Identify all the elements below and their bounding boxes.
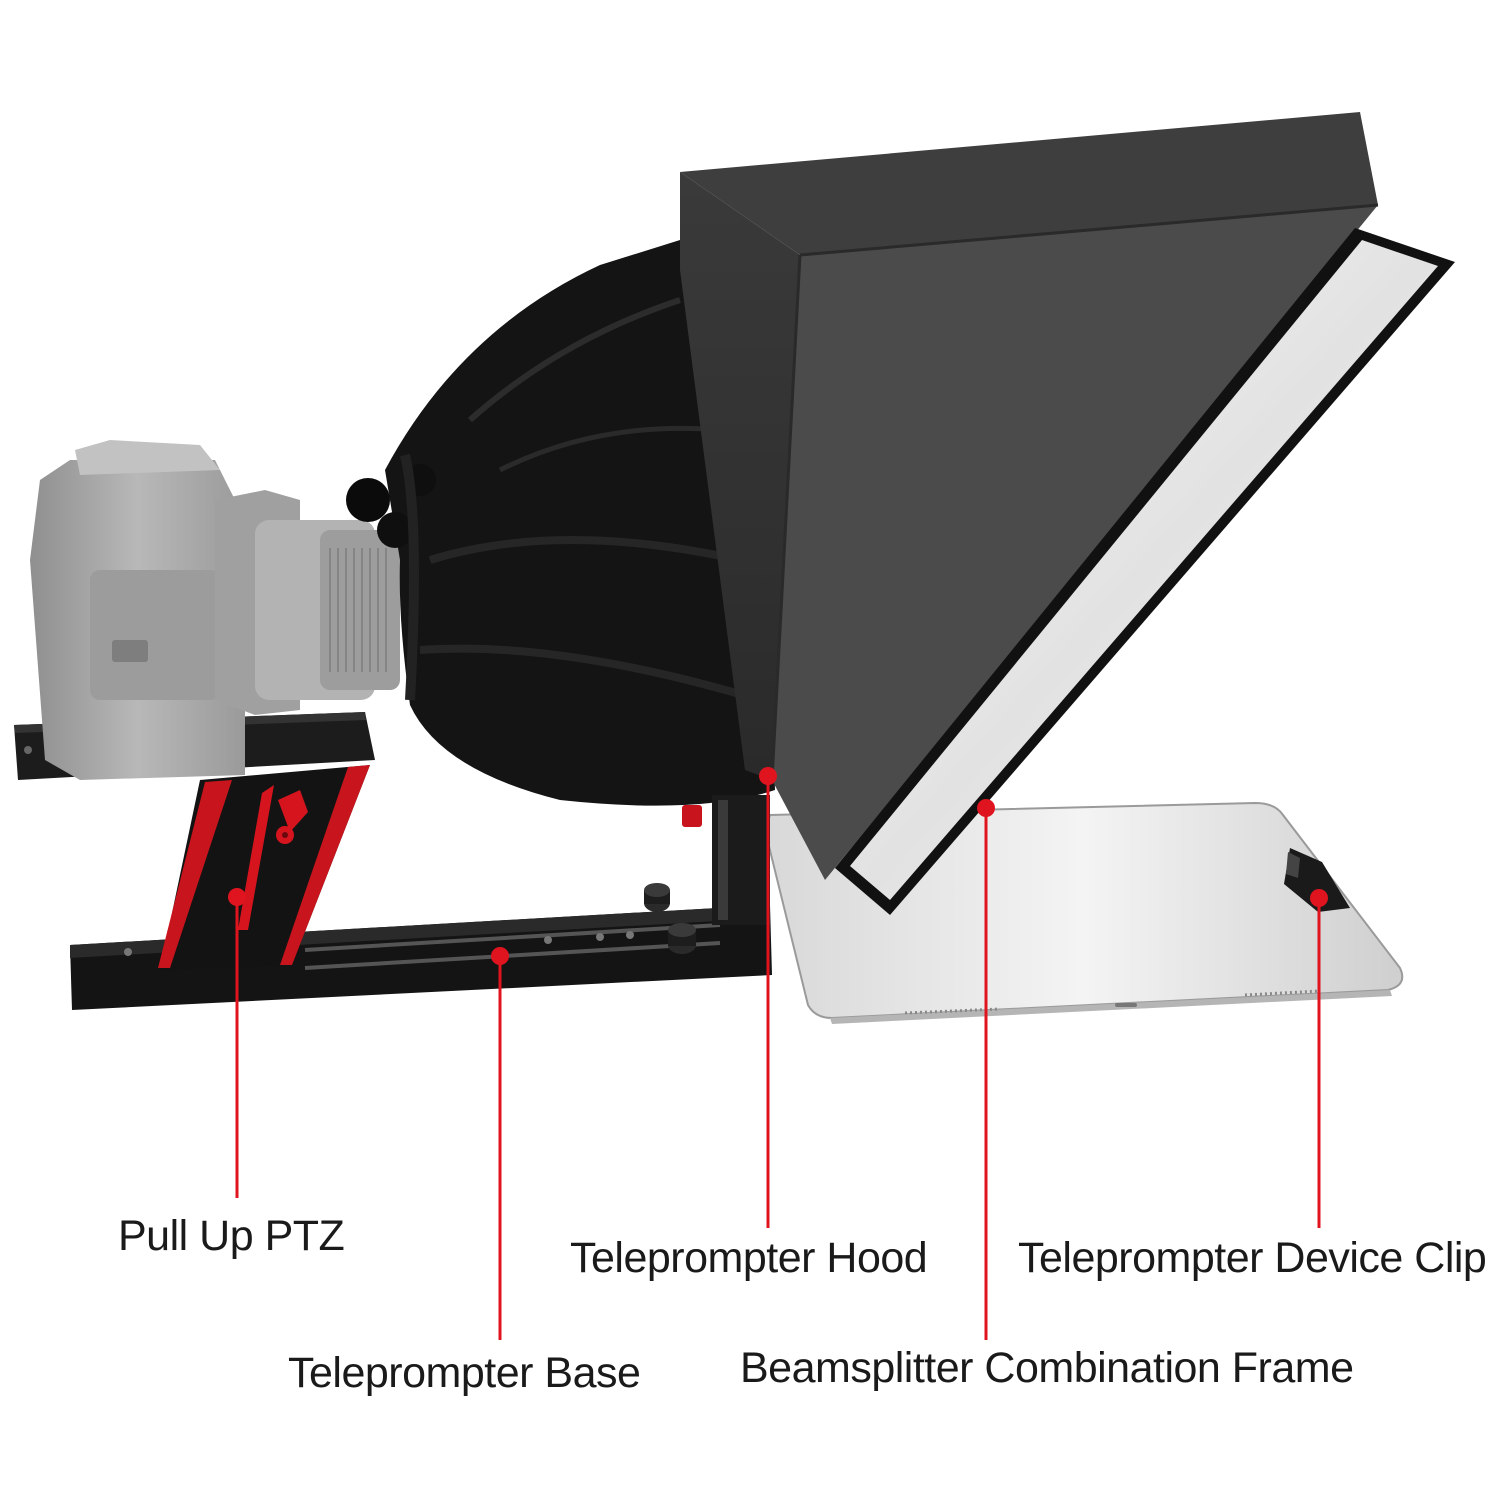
base-marker-dot — [491, 947, 509, 965]
fabric-shroud-icon — [346, 240, 775, 925]
camera-icon — [30, 440, 400, 780]
frame-marker-dot — [977, 799, 995, 817]
device-clip-icon — [1284, 848, 1350, 912]
label-teleprompter-base: Teleprompter Base — [288, 1349, 641, 1397]
clip-marker-dot — [1310, 889, 1328, 907]
hood-marker-dot — [759, 767, 777, 785]
teleprompter-hood-icon — [680, 112, 1379, 880]
beamsplitter-frame-icon — [835, 228, 1455, 915]
label-pull-up-ptz: Pull Up PTZ — [118, 1212, 345, 1260]
ptz-marker-dot — [228, 888, 246, 906]
label-beamsplitter-frame: Beamsplitter Combination Frame — [740, 1344, 1354, 1392]
label-teleprompter-hood: Teleprompter Hood — [570, 1234, 928, 1282]
label-device-clip: Teleprompter Device Clip — [1018, 1234, 1487, 1282]
